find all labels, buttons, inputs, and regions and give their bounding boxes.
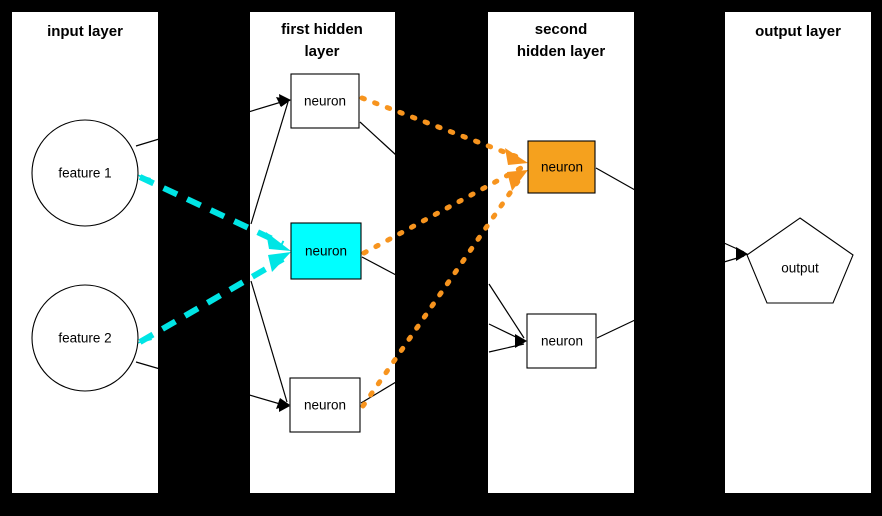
edge-cyan-feature2-to-hidden1-middle [138, 256, 285, 345]
plain-edges [135, 94, 748, 412]
feature-1-circle[interactable] [31, 119, 139, 227]
arrowhead-cyan-hidden1-middle-lower [268, 252, 291, 272]
edge-hidden1-top-to-hidden2-bottom [359, 121, 525, 339]
arrowhead-hidden2-bottom [515, 334, 527, 348]
layer-titles: input layer first hidden layer second hi… [47, 21, 841, 60]
hidden1-neuron-bottom-box[interactable] [289, 377, 361, 433]
edge-feature1-to-hidden1-bottom [250, 280, 288, 403]
hidden2-neuron-top-box[interactable] [527, 140, 596, 194]
edge-feature1-to-hidden1-top [135, 99, 289, 147]
edge-orange-hidden1-top-to-hidden2-top [359, 95, 523, 161]
arrowhead-orange-hidden2-top-upper [505, 148, 528, 165]
hidden1-neuron-bottom-label: neuron [304, 398, 346, 413]
panel-second-hidden-layer [488, 12, 634, 493]
node-output[interactable]: output [746, 217, 854, 304]
feature-2-circle[interactable] [31, 284, 139, 392]
edge-feature2-to-hidden1-bottom [135, 361, 288, 407]
node-hidden2-neuron-top[interactable]: neuron [527, 140, 596, 194]
node-hidden1-neuron-bottom[interactable]: neuron [289, 377, 361, 433]
node-hidden1-neuron-middle[interactable]: neuron [290, 222, 362, 280]
title-output-layer: output layer [755, 23, 841, 40]
output-label: output [781, 261, 819, 276]
hidden1-neuron-middle-label: neuron [305, 244, 347, 259]
node-hidden1-neuron-top[interactable]: neuron [290, 73, 360, 129]
arrowhead-hidden1-top-b [276, 97, 291, 107]
edge-orange-hidden1-bottom-to-hidden2-top [360, 174, 524, 409]
hidden1-neuron-middle-box[interactable] [290, 222, 362, 280]
hidden2-neuron-bottom-box[interactable] [526, 313, 597, 369]
panel-input-layer [12, 12, 158, 493]
arrowhead-hidden1-bottom-b [279, 400, 290, 412]
orange-highlight-edges [359, 95, 528, 409]
hidden2-neuron-bottom-label: neuron [541, 334, 583, 349]
node-hidden2-neuron-bottom[interactable]: neuron [526, 313, 597, 369]
hidden2-neuron-top-label: neuron [541, 160, 583, 175]
title-second-hidden-layer-line2: hidden layer [517, 43, 606, 60]
output-pentagon[interactable] [746, 217, 854, 304]
hidden1-neuron-top-box[interactable] [290, 73, 360, 129]
arrowhead-cyan-feature1 [136, 174, 151, 184]
edge-orange-hidden1-middle-to-hidden2-top [361, 165, 524, 256]
cyan-highlight-edges [136, 174, 291, 345]
node-feature-1[interactable]: feature 1 [31, 119, 139, 227]
arrowhead-orange-hidden2-top-lower [507, 170, 528, 191]
arrowhead-cyan-feature2 [136, 334, 152, 344]
edge-feature2-to-hidden1-top [250, 101, 289, 225]
title-first-hidden-layer-line2: layer [304, 43, 339, 60]
title-second-hidden-layer: second [535, 21, 588, 38]
title-input-layer: input layer [47, 23, 123, 40]
feature-2-label: feature 2 [58, 331, 111, 346]
edge-cyan-feature1-to-hidden1-middle [138, 174, 285, 247]
title-first-hidden-layer: first hidden [281, 21, 363, 38]
arrowhead-output [736, 247, 748, 261]
node-feature-2[interactable]: feature 2 [31, 284, 139, 392]
arrowhead-cyan-hidden1-middle-upper [266, 232, 291, 251]
feature-1-label: feature 1 [58, 166, 111, 181]
hidden1-neuron-top-label: neuron [304, 94, 346, 109]
